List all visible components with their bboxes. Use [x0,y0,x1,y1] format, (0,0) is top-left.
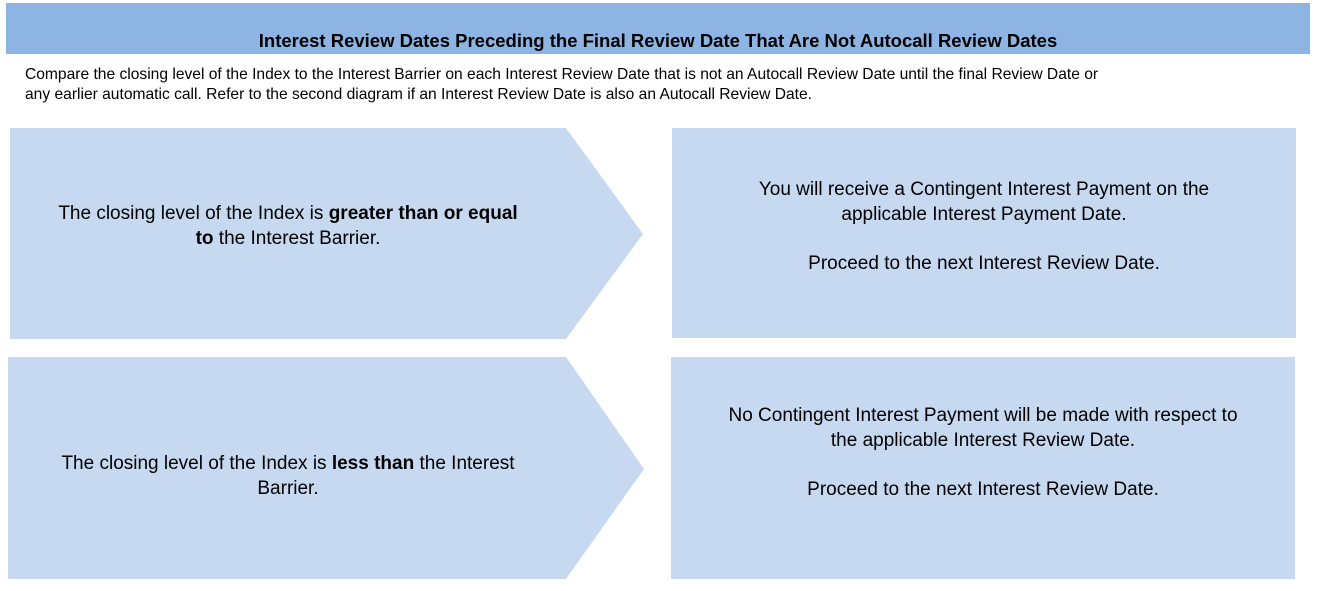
result-line-2: the applicable Interest Review Date. [830,429,1136,451]
intro-line-2: any earlier automatic call. Refer to the… [25,86,813,103]
condition-prefix: The closing level of the Index is [61,453,332,474]
header-bar: Interest Review Dates Preceding the Fina… [6,3,1310,54]
condition-prefix: The closing level of the Index is [58,203,329,224]
result-text-no-payment: No Contingent Interest Payment will be m… [671,404,1295,502]
result-line-2: applicable Interest Payment Date. [841,203,1127,225]
condition-suffix: the Interest [414,453,515,474]
condition-suffix-cont: Barrier. [257,477,319,499]
result-line-1: You will receive a Contingent Interest P… [758,179,1210,200]
result-line-1: No Contingent Interest Payment will be m… [728,405,1238,426]
condition-suffix: the Interest Barrier. [213,227,381,249]
condition-text-less-than: The closing level of the Index is less t… [8,452,568,501]
result-next-step: Proceed to the next Interest Review Date… [807,478,1159,500]
condition-arrow-less-than [8,357,644,579]
condition-arrow-greater-equal [10,128,643,339]
condition-text-greater-equal: The closing level of the Index is greate… [10,202,566,251]
result-box-no-payment [671,357,1295,579]
condition-bold-to: to [195,227,214,249]
intro-line-1: Compare the closing level of the Index t… [25,66,1099,83]
intro-paragraph: Compare the closing level of the Index t… [25,65,1295,105]
result-next-step: Proceed to the next Interest Review Date… [808,252,1160,274]
condition-bold-less-than: less than [331,453,415,474]
condition-bold-greater-equal: greater than or equal [328,203,518,224]
page-title: Interest Review Dates Preceding the Fina… [258,30,1058,51]
result-box-payment [672,128,1296,338]
result-text-payment: You will receive a Contingent Interest P… [672,178,1296,276]
